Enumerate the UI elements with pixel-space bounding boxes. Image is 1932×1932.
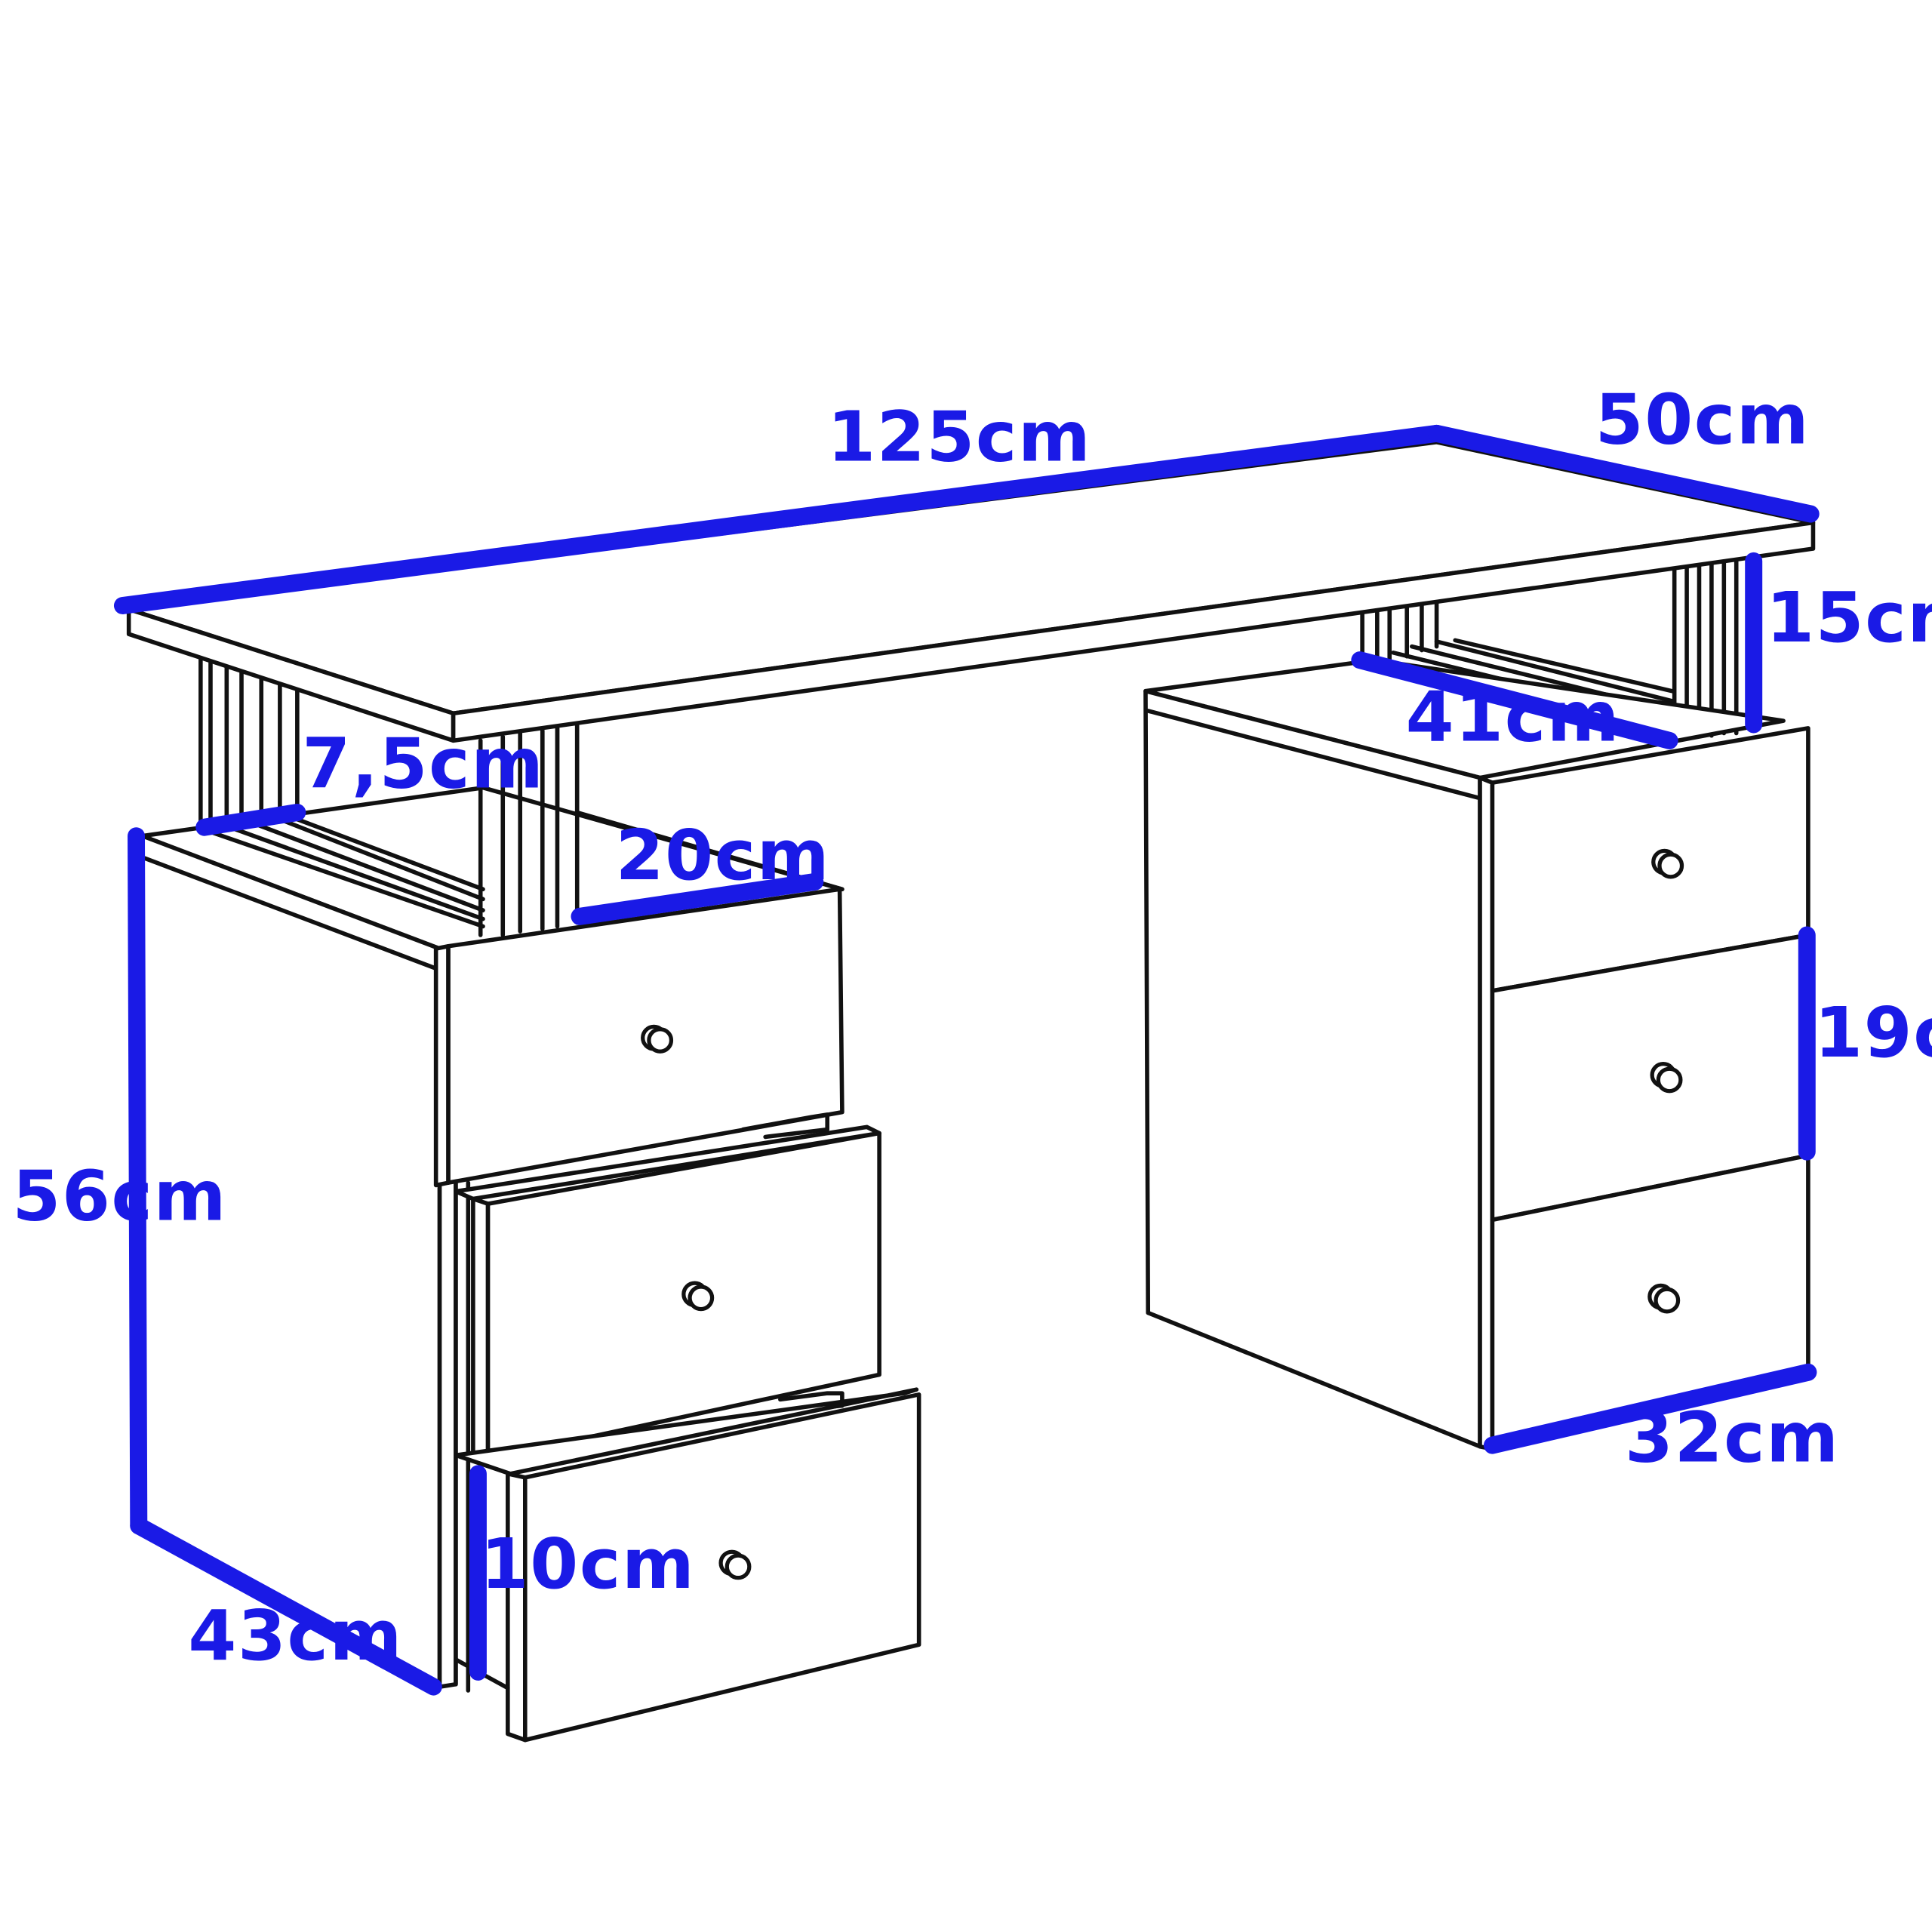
dim-line-cabinet-width	[1483, 1363, 1817, 1454]
label-top-depth: 50cm	[1595, 379, 1810, 460]
dim-line-leg-gap	[195, 804, 306, 836]
label-top-length: 125cm	[827, 396, 1091, 477]
label-leg-width: 20cm	[616, 815, 831, 896]
label-leg-height: 15cm	[1766, 577, 1932, 658]
right-drawer-bottom	[1490, 1153, 1810, 1451]
right-cabinet	[1143, 657, 1786, 1451]
dim-line-leg-width	[571, 872, 824, 925]
left-drawer-middle	[454, 1112, 881, 1461]
dim-line-height	[128, 827, 148, 1535]
left-drawer-top	[433, 887, 844, 1188]
tabletop	[126, 440, 1816, 743]
label-cabinet-width: 32cm	[1625, 1397, 1840, 1478]
label-leg-gap: 7,5cm	[302, 724, 544, 804]
label-small-drawer: 10cm	[481, 1524, 696, 1604]
dimension-labels: 125cm 50cm 15cm 41cm 7,5cm 20cm 56cm 43c…	[12, 379, 1932, 1675]
label-drawer-height: 19cm	[1814, 992, 1932, 1073]
dimension-lines	[113, 424, 1820, 1696]
dim-line-top-depth	[1428, 424, 1820, 523]
dim-line-inner-depth	[1351, 651, 1678, 749]
left-front-legs	[198, 657, 300, 836]
dim-line-top-length	[113, 424, 1446, 614]
label-side-depth: 43cm	[188, 1595, 403, 1676]
dim-line-side-depth	[130, 1517, 442, 1696]
label-inner-depth: 41cm	[1406, 676, 1621, 757]
label-height: 56cm	[12, 1155, 227, 1236]
